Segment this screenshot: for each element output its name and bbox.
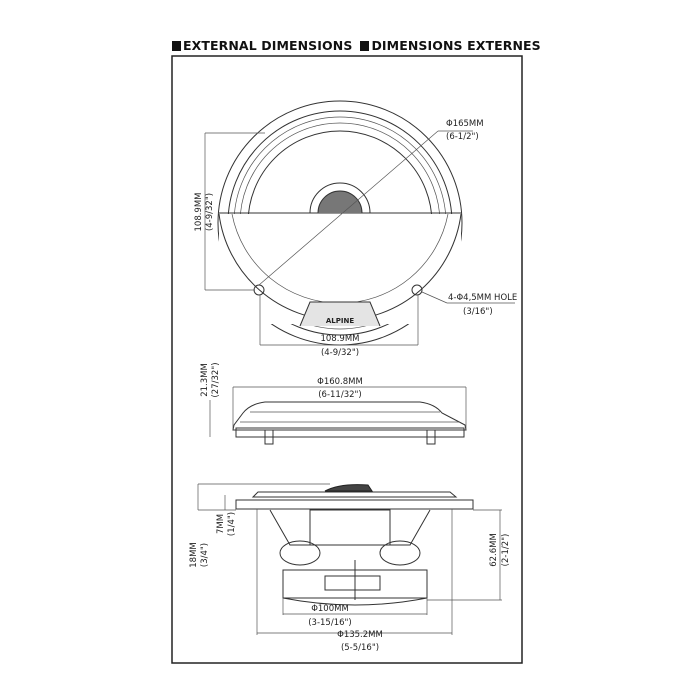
- diameter-in-label: (6-1/2"): [446, 132, 479, 142]
- basket-mm-label: Φ135.2MM: [337, 630, 383, 640]
- height-mm-label: 108.9MM: [194, 192, 204, 231]
- hole-mm-label: 4-Φ4,5MM HOLE: [448, 293, 517, 303]
- speaker-side-view: [197, 483, 502, 635]
- grille-height-in-label: (27/32"): [211, 362, 221, 397]
- drawing-frame: [171, 55, 523, 664]
- width-in-label: (4-9/32"): [321, 348, 359, 358]
- mounting-hole: [411, 284, 423, 296]
- bullet-square-icon: [172, 41, 181, 51]
- height-in-label: (4-9/32"): [205, 193, 215, 231]
- grille-height-mm-label: 21.3MM: [200, 363, 210, 397]
- grille-diameter-in-label: (6-11/32"): [318, 390, 362, 400]
- flange-in-label: (1/4"): [227, 512, 237, 536]
- depth-in-label: (2-1/2"): [501, 534, 511, 567]
- magnet-in-label: (3-15/16"): [308, 618, 352, 628]
- bullet-square-icon: [360, 41, 370, 51]
- overall-mm-label: 18MM: [189, 542, 199, 567]
- diameter-leader: [258, 130, 439, 286]
- tweeter: [309, 182, 371, 214]
- flange-mm-label: 7MM: [216, 514, 226, 534]
- top-view: ALPINE: [204, 100, 515, 346]
- diagram-title: EXTERNAL DIMENSIONS DIMENSIONS EXTERNES: [172, 38, 541, 53]
- width-mm-label: 108.9MM: [320, 334, 359, 344]
- overall-in-label: (3/4"): [200, 543, 210, 567]
- depth-mm-label: 62.6MM: [489, 533, 499, 567]
- title-english: EXTERNAL DIMENSIONS: [183, 38, 353, 53]
- grille-side-view: [209, 386, 467, 445]
- brand-logo: ALPINE: [326, 317, 354, 325]
- basket-in-label: (5-5/16"): [341, 643, 379, 653]
- title-french: DIMENSIONS EXTERNES: [371, 38, 541, 53]
- magnet-mm-label: Φ100MM: [311, 604, 349, 614]
- grille-diameter-mm-label: Φ160.8MM: [317, 377, 363, 387]
- hole-in-label: (3/16"): [463, 307, 493, 317]
- diameter-mm-label: Φ165MM: [446, 119, 484, 129]
